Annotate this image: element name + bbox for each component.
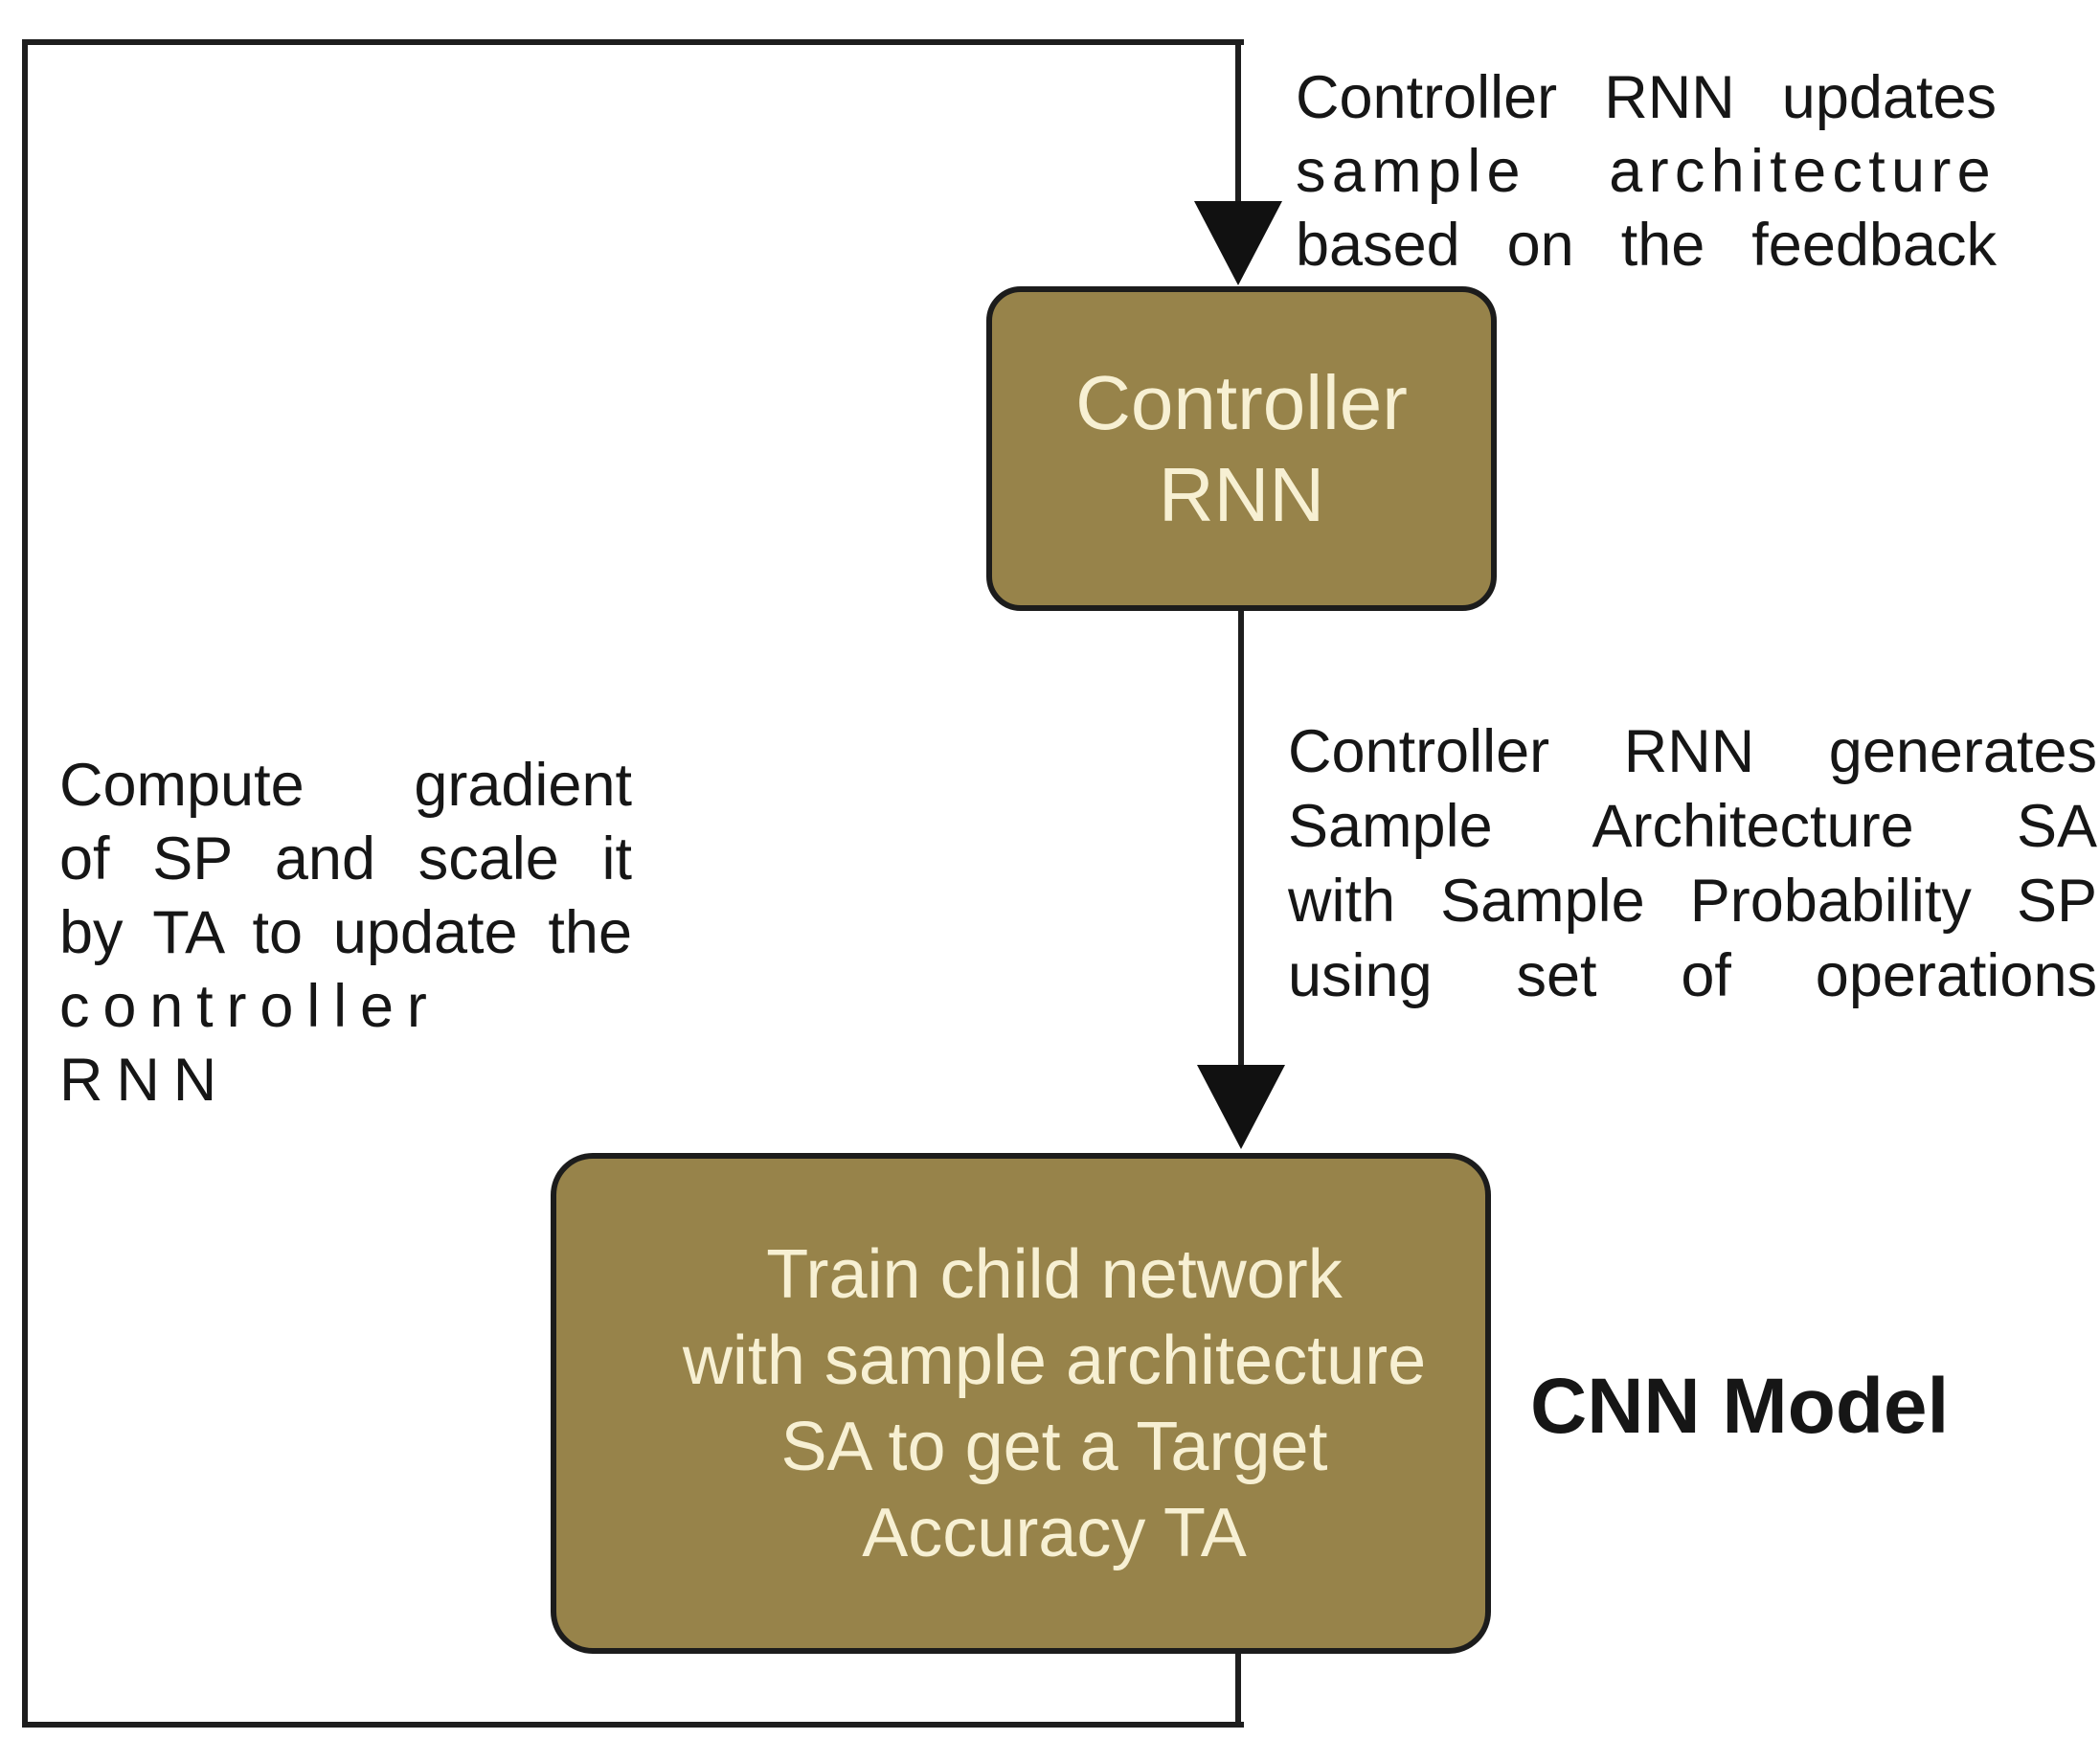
feedback-loop-right-segment: [1235, 1654, 1241, 1728]
annotation-line: Compute gradient: [59, 752, 632, 819]
annotation-compute-gradient: Compute gradient of SP and scale it by T…: [59, 749, 632, 1118]
controller-rnn-box-label-line: RNN: [1158, 451, 1325, 537]
cnn-box-label-line: with sample architecture: [682, 1322, 1427, 1399]
cnn-box-label-line: SA to get a Target: [780, 1408, 1328, 1485]
arrow-line-into-controller: [1235, 42, 1241, 229]
arrow-line-controller-to-cnn: [1238, 607, 1244, 1081]
controller-rnn-box-label-line: Controller: [1075, 359, 1408, 445]
arrowhead-into-cnn-icon: [1197, 1065, 1285, 1149]
feedback-loop-left-line: [22, 39, 28, 1728]
cnn-box-label-line: Train child network: [766, 1235, 1343, 1313]
controller-rnn-box: Controller RNN: [986, 286, 1497, 611]
annotation-line: Controller RNN generates: [1288, 718, 2097, 785]
annotation-line: based on the feedback: [1296, 212, 1997, 279]
annotation-update-feedback: Controller RNN updates sample architectu…: [1296, 61, 1997, 282]
annotation-line: sample architecture: [1296, 138, 1997, 205]
annotation-line: Controller RNN updates: [1296, 64, 1997, 131]
feedback-loop-top-line: [22, 39, 1244, 45]
cnn-model-box: Train child network with sample architec…: [551, 1153, 1491, 1654]
annotation-line: controller RNN: [59, 973, 440, 1114]
feedback-loop-bottom-line: [22, 1722, 1244, 1728]
annotation-line: by TA to update the: [59, 899, 632, 966]
annotation-line: with Sample Probability SP: [1288, 868, 2097, 935]
cnn-box-label-line: Accuracy TA: [862, 1494, 1247, 1571]
cnn-model-label: CNN Model: [1530, 1363, 1950, 1450]
annotation-line: using set of operations: [1288, 942, 2097, 1009]
annotation-line: Sample Architecture SA: [1288, 793, 2097, 860]
annotation-generate-architecture: Controller RNN generates Sample Architec…: [1288, 714, 2097, 1013]
annotation-line: of SP and scale it: [59, 825, 632, 892]
arrowhead-into-controller-icon: [1194, 201, 1282, 285]
